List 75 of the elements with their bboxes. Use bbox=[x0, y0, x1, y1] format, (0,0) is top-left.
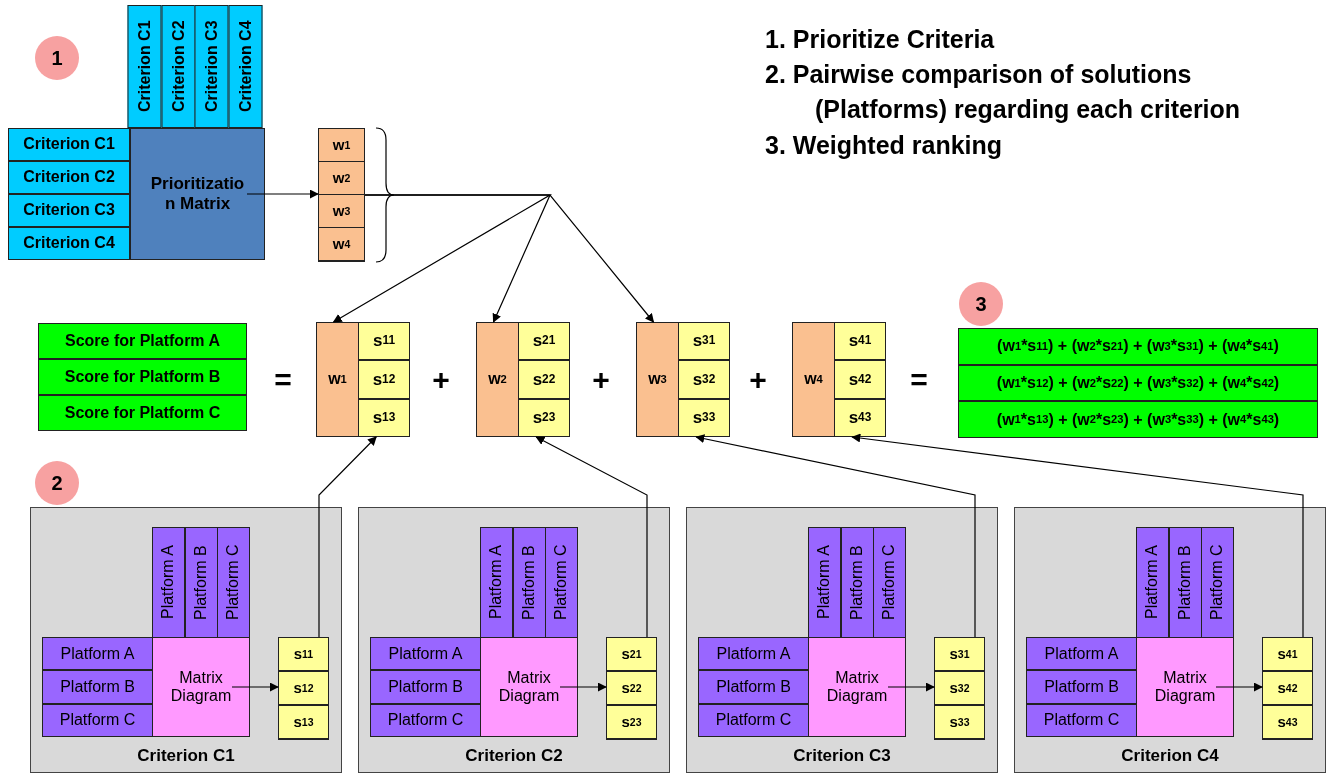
matrix-diagram: Matrix Diagram bbox=[480, 637, 578, 737]
platform-row: Platform C bbox=[698, 703, 809, 737]
operator-sign: + bbox=[748, 362, 768, 398]
platform-row: Platform B bbox=[698, 670, 809, 704]
arrow bbox=[364, 194, 655, 323]
platform-header: Platform B bbox=[512, 527, 546, 638]
criterion-header: Criterion C3 bbox=[195, 5, 229, 128]
arrow bbox=[851, 433, 1304, 638]
score-column bbox=[278, 637, 329, 740]
list-item: 3. Weighted ranking bbox=[765, 130, 1004, 161]
platform-row: Platform A bbox=[698, 637, 809, 671]
criterion-header: Criterion C2 bbox=[161, 5, 195, 128]
arrow bbox=[695, 434, 976, 638]
platform-header: Platform A bbox=[152, 527, 185, 638]
platform-row: Platform A bbox=[42, 637, 153, 671]
prioritization-matrix: Prioritizatio n Matrix bbox=[130, 128, 265, 260]
arrow bbox=[231, 682, 279, 692]
step-number-badge: 2 bbox=[35, 461, 79, 505]
platform-header: Platform B bbox=[1168, 527, 1202, 638]
platform-header: Platform C bbox=[217, 527, 251, 638]
platform-header: Platform B bbox=[184, 527, 218, 638]
platform-header: Platform C bbox=[873, 527, 907, 638]
arrow bbox=[332, 194, 553, 323]
step-number-badge: 1 bbox=[35, 36, 79, 80]
platform-header: Platform A bbox=[808, 527, 841, 638]
matrix-diagram: Matrix Diagram bbox=[808, 637, 906, 737]
criterion-row: Criterion C2 bbox=[8, 161, 130, 194]
score-column bbox=[934, 637, 985, 740]
step-number-badge: 3 bbox=[959, 282, 1003, 326]
arrow bbox=[1215, 682, 1263, 692]
score-label-box: Score for Platform B bbox=[38, 359, 247, 395]
criterion-row: Criterion C3 bbox=[8, 194, 130, 227]
platform-row: Platform C bbox=[1026, 703, 1137, 737]
criterion-row: Criterion C1 bbox=[8, 128, 130, 161]
matrix-diagram: Matrix Diagram bbox=[152, 637, 250, 737]
score-label-box: Score for Platform A bbox=[38, 323, 247, 359]
criterion-panel bbox=[358, 507, 670, 773]
panel-caption: Criterion C3 bbox=[792, 746, 892, 766]
operator-sign: = bbox=[273, 362, 293, 398]
criterion-panel bbox=[686, 507, 998, 773]
criterion-header: Criterion C4 bbox=[228, 5, 262, 128]
platform-row: Platform B bbox=[370, 670, 481, 704]
arrow bbox=[246, 189, 319, 199]
operator-sign: + bbox=[431, 362, 451, 398]
panel-caption: Criterion C2 bbox=[464, 746, 564, 766]
platform-header: Platform A bbox=[480, 527, 513, 638]
score-column bbox=[1262, 637, 1313, 740]
platform-row: Platform A bbox=[1026, 637, 1137, 671]
platform-row: Platform A bbox=[370, 637, 481, 671]
platform-row: Platform B bbox=[42, 670, 153, 704]
criterion-panel bbox=[30, 507, 342, 773]
criterion-row: Criterion C4 bbox=[8, 227, 130, 260]
platform-row: Platform C bbox=[42, 703, 153, 737]
operator-sign: = bbox=[909, 362, 929, 398]
platform-header: Platform B bbox=[840, 527, 874, 638]
list-item: 2. Pairwise comparison of solutions (Platforms) regarding each criterion bbox=[765, 59, 1242, 125]
panel-caption: Criterion C1 bbox=[136, 746, 236, 766]
platform-header: Platform C bbox=[1201, 527, 1235, 638]
operator-sign: + bbox=[591, 362, 611, 398]
score-column bbox=[606, 637, 657, 740]
arrow bbox=[535, 436, 648, 638]
score-label-box: Score for Platform C bbox=[38, 395, 247, 431]
weight-column bbox=[318, 128, 365, 262]
platform-header: Platform C bbox=[545, 527, 579, 638]
criterion-header: Criterion C1 bbox=[128, 5, 162, 128]
arrow bbox=[559, 682, 607, 692]
matrix-diagram: Matrix Diagram bbox=[1136, 637, 1234, 737]
criterion-panel bbox=[1014, 507, 1326, 773]
platform-row: Platform C bbox=[370, 703, 481, 737]
arrow bbox=[887, 682, 935, 692]
platform-header: Platform A bbox=[1136, 527, 1169, 638]
platform-row: Platform B bbox=[1026, 670, 1137, 704]
arrow bbox=[318, 436, 377, 638]
panel-caption: Criterion C4 bbox=[1120, 746, 1220, 766]
list-item: 1. Prioritize Criteria bbox=[765, 24, 996, 55]
